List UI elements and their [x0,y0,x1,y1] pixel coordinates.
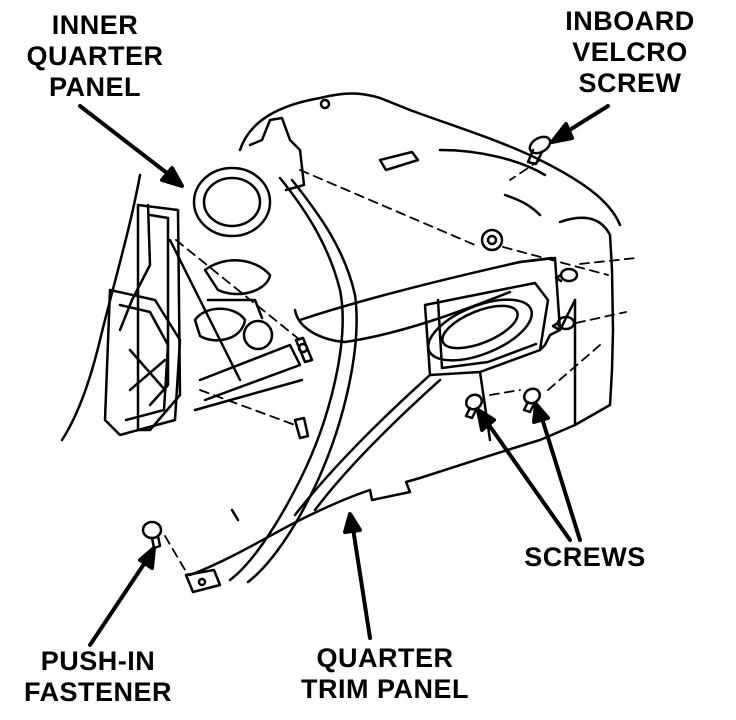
body-screw-icon [554,267,579,283]
callout-line: INBOARD [565,6,695,36]
callout-line: FASTENER [23,677,173,707]
callout-line: PUSH-IN [40,646,156,676]
inner-quarter-panel-arrow [78,104,184,188]
body-screw-icon [551,315,576,331]
callout-line: QUARTER [316,643,454,673]
quarter-trim-panel-label: QUARTER TRIM PANEL [290,643,480,705]
push-in-fastener-label: PUSH-IN FASTENER [18,646,178,708]
callout-line: QUARTER [26,41,164,71]
screw-icon [464,393,484,420]
callout-line: INNER [51,10,139,40]
screw-fasteners [141,135,579,550]
screws-label: SCREWS [520,542,650,573]
callout-line: PANEL [48,72,141,102]
quarter-trim-panel-arrow [343,512,372,640]
callout-arrows [78,104,610,647]
alignment-lines [164,159,637,576]
screws-arrow-right [532,402,582,542]
screws-arrow-left [476,408,572,542]
body-structure [60,92,622,584]
callout-line: SCREWS [524,542,646,572]
push-in-fastener-icon [141,520,163,550]
push-in-fastener-arrow [88,546,156,647]
inboard-velcro-screw-label: INBOARD VELCRO SCREW [555,6,705,99]
inboard-velcro-screw-icon [526,135,552,166]
screw-icon [522,387,542,414]
inboard-velcro-screw-arrow [550,104,610,144]
callout-line: SCREW [578,68,682,98]
inner-quarter-panel-label: INNER QUARTER PANEL [20,10,170,103]
quarter-trim-panel-shape [184,216,615,594]
callout-line: TRIM PANEL [301,674,469,704]
callout-line: VELCRO [572,37,688,67]
